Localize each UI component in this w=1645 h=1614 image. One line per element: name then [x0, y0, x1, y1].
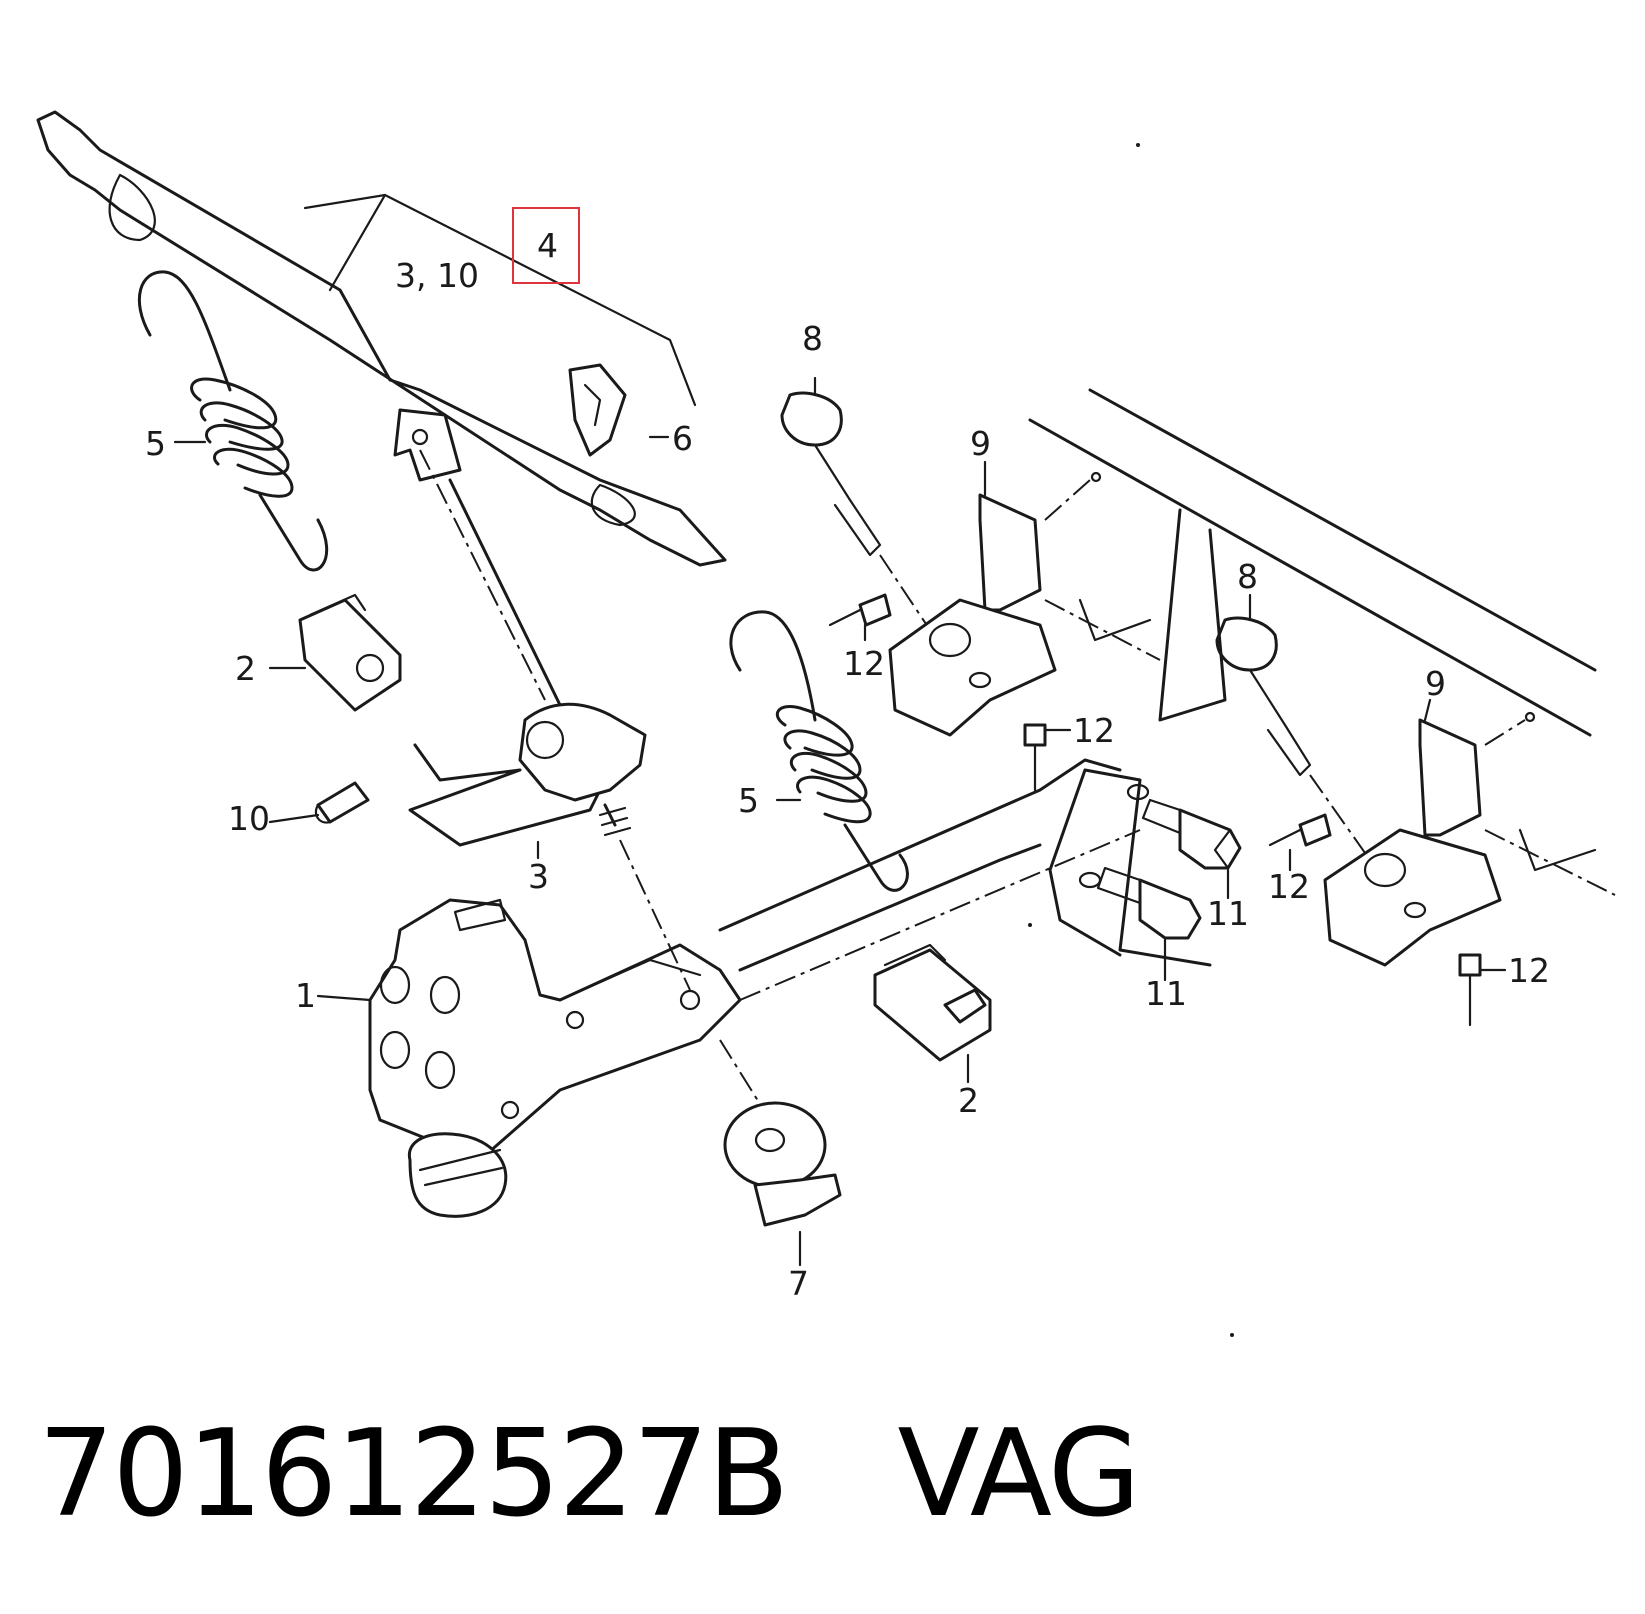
callout-labels: 3, 10 4 5 6 2 10 3 5 1 2 7 8 8 9 9 12 12… — [145, 226, 1550, 1303]
label-12-a: 12 — [843, 644, 885, 683]
clip-part-6 — [568, 363, 670, 457]
label-3-10: 3, 10 — [395, 256, 479, 295]
pin-part-10 — [314, 781, 370, 824]
bolt-part-11-upper — [1141, 798, 1242, 870]
chassis-panel — [1028, 388, 1597, 737]
label-1: 1 — [295, 976, 316, 1015]
speck — [1136, 143, 1140, 147]
retaining-shoe-left — [298, 593, 402, 712]
rivet-part-12-d — [1458, 953, 1482, 1027]
rivet-part-12-c — [1268, 813, 1332, 847]
label-11-upper: 11 — [1207, 894, 1249, 933]
adjuster-part-7 — [719, 1039, 842, 1227]
bolt-part-8-right — [1215, 616, 1371, 861]
label-6: 6 — [672, 419, 693, 458]
retaining-shoe-right — [873, 943, 992, 1062]
label-7: 7 — [788, 1264, 809, 1303]
label-11-lower: 11 — [1145, 974, 1187, 1013]
bracket-part-9-right — [1323, 711, 1616, 967]
leader-lines — [173, 376, 1507, 1267]
label-10: 10 — [228, 799, 270, 838]
label-12-d: 12 — [1508, 951, 1550, 990]
label-8-right: 8 — [1237, 557, 1258, 596]
return-spring-left — [137, 270, 329, 572]
parts-diagram: 3, 10 4 5 6 2 10 3 5 1 2 7 8 8 9 9 12 12… — [36, 110, 1616, 1337]
label-9-left: 9 — [970, 424, 991, 463]
rivet-part-12-b — [1023, 723, 1047, 792]
part-caption: 701612527B VAG — [38, 1405, 1141, 1544]
label-5-left: 5 — [145, 424, 166, 463]
label-9-right: 9 — [1425, 664, 1446, 703]
rivet-part-12-a — [828, 593, 892, 627]
callout-bracket — [303, 193, 697, 407]
highlight-box — [512, 207, 580, 284]
label-2-right: 2 — [958, 1081, 979, 1120]
part-number: 701612527B — [38, 1405, 789, 1544]
bracket-part-9-left — [888, 471, 1161, 737]
bolt-part-11-lower — [1096, 866, 1202, 940]
cable-rod — [718, 758, 1141, 1001]
speck — [1230, 1333, 1234, 1337]
return-spring-right — [729, 610, 909, 892]
bell-crank-part-3 — [408, 702, 647, 847]
adjuster-rod — [393, 408, 562, 707]
label-8-left: 8 — [802, 319, 823, 358]
label-12-c: 12 — [1268, 867, 1310, 906]
label-3: 3 — [528, 857, 549, 896]
label-12-b: 12 — [1073, 711, 1115, 750]
brake-lever-arm — [36, 110, 727, 567]
label-2-left: 2 — [235, 649, 256, 688]
label-4: 4 — [537, 226, 558, 265]
speck — [1028, 923, 1032, 927]
bolt-part-8-left — [780, 391, 931, 631]
brand-name: VAG — [897, 1405, 1140, 1544]
lever-housing-part-1 — [368, 898, 742, 1218]
axis-line-crank — [619, 839, 691, 991]
label-5-right: 5 — [738, 781, 759, 820]
